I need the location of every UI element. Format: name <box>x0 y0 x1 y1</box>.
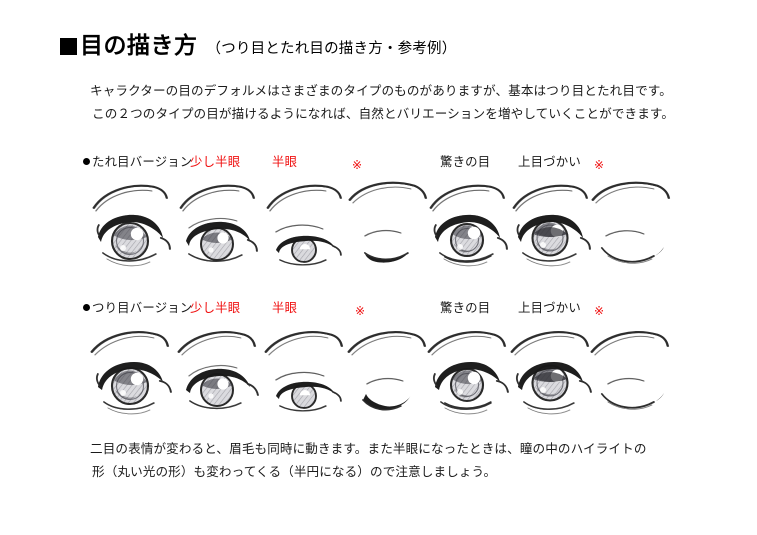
eye-illustration-tsurime-slight-half-up <box>175 324 267 424</box>
eye-state-label-1-2: ※ <box>355 304 366 318</box>
title-subtitle-text: （つり目とたれ目の描き方・参考例） <box>206 41 457 57</box>
intro-line-2: この２つのタイプの目が描けるようになれば、自然とバリエーションを増やしていくこと… <box>92 107 675 121</box>
eye-version-label-tsurime: つり目バージョン <box>83 298 192 316</box>
eye-illustration-row <box>0 178 757 278</box>
intro-line-1: キャラクターの目のデフォルメはさまざまのタイプのものがありますが、基本はつり目と… <box>90 84 672 98</box>
eye-state-label-1-0: 少し半眼 <box>190 301 241 315</box>
title-square-bullet-icon <box>60 38 77 55</box>
eye-illustration-tsurime-open-up <box>88 324 180 424</box>
eye-version-name: たれ目バージョン <box>92 155 193 169</box>
eye-illustration-tsurime-closed-up <box>345 324 437 424</box>
eye-illustration-tareme-slight-half <box>175 178 267 278</box>
eye-version-name: つり目バージョン <box>92 301 193 315</box>
label-row: つり目バージョン少し半眼 半眼 ※ 驚きの目 上目づかい ※ <box>0 298 757 324</box>
bullet-dot-icon <box>83 158 90 165</box>
eye-state-label-0-3: 驚きの目 <box>440 155 491 169</box>
eye-illustration-tsurime-surprised-up <box>425 324 517 424</box>
eye-illustration-tareme-surprised <box>425 178 517 278</box>
footer-line-1: 二目の表情が変わると、眉毛も同時に動きます。また半眼になったときは、瞳の中のハイ… <box>90 442 647 456</box>
eye-illustration-tareme-closed <box>345 178 437 278</box>
eye-state-label-0-1: 半眼 <box>272 155 298 169</box>
eye-illustration-tsurime-squint-up <box>588 324 680 424</box>
eye-state-label-1-5: ※ <box>594 304 605 318</box>
eye-illustration-row <box>0 324 757 424</box>
eye-version-label-tareme: たれ目バージョン <box>83 152 192 170</box>
eye-state-label-0-5: ※ <box>594 158 605 172</box>
eye-state-label-1-3: 驚きの目 <box>440 301 491 315</box>
eye-illustration-tareme-upglance <box>508 178 600 278</box>
title-main-text: 目の描き方 <box>80 32 198 58</box>
eye-state-label-1-4: 上目づかい <box>518 301 581 315</box>
eye-illustration-tareme-squint <box>588 178 680 278</box>
eye-state-label-0-4: 上目づかい <box>518 155 581 169</box>
page-title: 目の描き方 （つり目とたれ目の描き方・参考例） <box>60 26 456 60</box>
eye-state-label-1-1: 半眼 <box>272 301 298 315</box>
eye-state-label-0-0: 少し半眼 <box>190 155 241 169</box>
footer-line-2: 形（丸い光の形）も変わってくる（半円になる）ので注意しましょう。 <box>92 465 497 479</box>
eye-section-tareme: たれ目バージョン少し半眼 半眼 ※ 驚きの目 上目づかい ※ <box>0 152 757 278</box>
eye-section-tsurime: つり目バージョン少し半眼 半眼 ※ 驚きの目 上目づかい ※ <box>0 298 757 424</box>
label-row: たれ目バージョン少し半眼 半眼 ※ 驚きの目 上目づかい ※ <box>0 152 757 178</box>
eye-state-label-0-2: ※ <box>352 158 363 172</box>
eye-illustration-tareme-open <box>88 178 180 278</box>
eye-illustration-tsurime-upglance-up <box>508 324 600 424</box>
bullet-dot-icon <box>83 304 90 311</box>
eye-illustration-tsurime-half-up <box>262 324 354 424</box>
intro-paragraph: キャラクターの目のデフォルメはさまざまのタイプのものがありますが、基本はつり目と… <box>90 80 674 126</box>
eye-illustration-tareme-half <box>262 178 354 278</box>
footer-paragraph: 二目の表情が変わると、眉毛も同時に動きます。また半眼になったときは、瞳の中のハイ… <box>90 438 647 484</box>
